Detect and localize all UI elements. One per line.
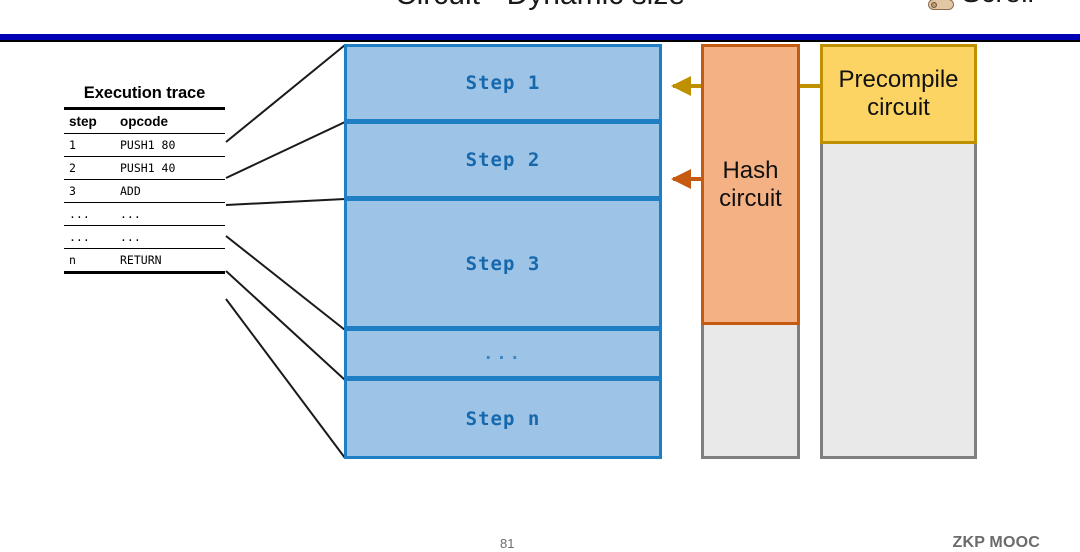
step-box-2[interactable]: Step 2: [344, 121, 662, 199]
table-row: 3 ADD: [64, 179, 225, 203]
cell-opcode: PUSH1 40: [115, 156, 225, 180]
cell-opcode: ...: [115, 225, 225, 249]
cell-step: 3: [64, 179, 115, 203]
circuit-step-stack: Step 1 Step 2 Step 3 ... Step n: [344, 44, 662, 459]
step-box-n[interactable]: Step n: [344, 378, 662, 459]
step-box-ellipsis[interactable]: ...: [344, 328, 662, 379]
brand-logo: Scroll: [928, 0, 1034, 10]
title-divider: [0, 34, 1080, 42]
connector-line: [225, 198, 346, 206]
execution-trace-table: Execution trace step opcode 1 PUSH1 80 2…: [64, 84, 225, 274]
cell-step: ...: [64, 225, 115, 249]
table-header-row: step opcode: [64, 107, 225, 134]
cell-opcode: ADD: [115, 179, 225, 203]
footer-brand: ZKP MOOC: [952, 534, 1040, 551]
page-title: Circuit - Dynamic size: [0, 0, 1080, 12]
connector-line: [225, 121, 346, 179]
cell-opcode: ...: [115, 202, 225, 226]
page-number: 81: [500, 536, 515, 551]
table-row: n RETURN: [64, 248, 225, 274]
table-row: 2 PUSH1 40: [64, 156, 225, 180]
step-box-3[interactable]: Step 3: [344, 198, 662, 329]
cell-step: n: [64, 248, 115, 274]
brand-name: Scroll: [961, 0, 1034, 10]
column-header-opcode: opcode: [115, 107, 225, 134]
cell-step: 1: [64, 133, 115, 157]
table-row: 1 PUSH1 80: [64, 133, 225, 157]
table-row: ... ...: [64, 202, 225, 226]
cell-step: 2: [64, 156, 115, 180]
cell-opcode: PUSH1 80: [115, 133, 225, 157]
column-header-step: step: [64, 107, 115, 134]
cell-step: ...: [64, 202, 115, 226]
step-box-1[interactable]: Step 1: [344, 44, 662, 122]
connector-line: [225, 270, 346, 381]
trace-table: step opcode 1 PUSH1 80 2 PUSH1 40 3 ADD …: [64, 107, 225, 274]
connector-line: [225, 44, 346, 143]
connector-line: [225, 298, 346, 459]
connector-line: [225, 235, 346, 331]
scroll-icon: [928, 0, 955, 10]
cell-opcode: RETURN: [115, 248, 225, 274]
execution-trace-title: Execution trace: [83, 84, 206, 102]
table-row: ... ...: [64, 225, 225, 249]
